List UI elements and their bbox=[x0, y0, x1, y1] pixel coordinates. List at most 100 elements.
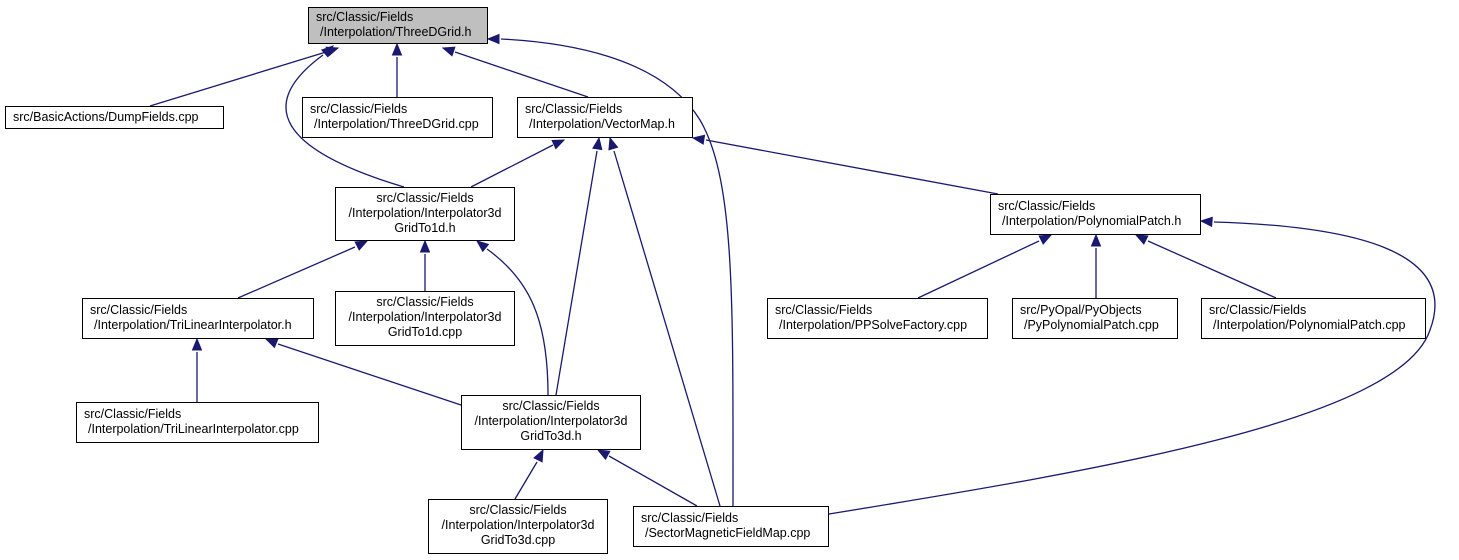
node-line: /Interpolation/ThreeDGrid.h bbox=[320, 25, 472, 39]
node-trilinear-cpp[interactable]: src/Classic/Fields /Interpolation/TriLin… bbox=[76, 402, 319, 443]
edge-line bbox=[454, 51, 589, 98]
arrowhead bbox=[1090, 233, 1102, 247]
arrowhead bbox=[419, 239, 431, 253]
node-dumpfields-cpp[interactable]: src/BasicActions/DumpFields.cpp bbox=[5, 106, 224, 129]
node-line: src/Classic/Fields bbox=[525, 102, 623, 116]
node-line: src/Classic/Fields bbox=[90, 303, 188, 317]
node-line: src/BasicActions/DumpFields.cpp bbox=[13, 110, 199, 124]
arrowhead bbox=[475, 240, 490, 253]
edge-interp3d3d_h-to-interp3d1d_h bbox=[475, 240, 549, 396]
edge-interp3d1d_h-to-threedgrid_h bbox=[285, 45, 405, 188]
edge-line bbox=[1147, 240, 1277, 299]
node-line: src/Classic/Fields bbox=[316, 10, 414, 24]
edge-line bbox=[514, 461, 538, 500]
edge-line bbox=[555, 150, 598, 396]
node-line: /Interpolation/PolynomialPatch.cpp bbox=[1213, 318, 1406, 332]
edge-line bbox=[500, 38, 734, 507]
edge-interp3d1d_cpp-to-interp3d1d_h bbox=[419, 239, 431, 291]
edge-line bbox=[285, 54, 405, 188]
node-trilinear-h[interactable]: src/Classic/Fields /Interpolation/TriLin… bbox=[82, 298, 314, 339]
node-line: src/Classic/Fields bbox=[84, 407, 182, 421]
node-line: /Interpolation/Interpolator3d bbox=[441, 518, 595, 532]
arrowhead bbox=[551, 139, 566, 150]
edge-line bbox=[917, 240, 1040, 299]
arrowhead bbox=[486, 33, 500, 45]
node-line: /Interpolation/VectorMap.h bbox=[529, 117, 675, 131]
edge-line bbox=[237, 246, 356, 299]
node-line: /Interpolation/PPSolveFactory.cpp bbox=[779, 318, 968, 332]
node-line: /Interpolation/PolynomialPatch.h bbox=[1002, 214, 1182, 228]
arrowhead bbox=[1199, 216, 1213, 228]
node-line: src/Classic/Fields bbox=[376, 295, 474, 309]
edge-line bbox=[277, 343, 471, 409]
edge-line bbox=[470, 144, 554, 188]
node-threedgrid-h[interactable]: src/Classic/Fields /Interpolation/ThreeD… bbox=[308, 7, 488, 44]
node-line: /PyPolynomialPatch.cpp bbox=[1024, 318, 1159, 332]
node-line: /Interpolation/TriLinearInterpolator.cpp bbox=[88, 422, 299, 436]
node-line: src/PyOpal/PyObjects bbox=[1020, 303, 1142, 317]
node-line: /Interpolation/ThreeDGrid.cpp bbox=[314, 117, 479, 131]
node-interp3d1d-h[interactable]: src/Classic/Fields /Interpolation/Interp… bbox=[335, 187, 515, 241]
node-ppsolve-cpp[interactable]: src/Classic/Fields /Interpolation/PPSolv… bbox=[767, 298, 988, 339]
node-line: src/Classic/Fields bbox=[1209, 303, 1307, 317]
node-line: src/Classic/Fields bbox=[469, 503, 567, 517]
edge-sectormag_cpp-to-threedgrid_h bbox=[486, 33, 734, 507]
node-line: /Interpolation/Interpolator3d bbox=[474, 414, 628, 428]
edge-line bbox=[608, 455, 698, 507]
arrowhead bbox=[320, 45, 334, 58]
node-vectormap-h[interactable]: src/Classic/Fields /Interpolation/Vector… bbox=[517, 97, 693, 138]
arrowhead bbox=[191, 337, 203, 351]
node-line: GridTo1d.h bbox=[394, 221, 456, 235]
edge-trilinear_cpp-to-trilinear_h bbox=[191, 337, 203, 402]
node-line: GridTo1d.cpp bbox=[387, 325, 463, 339]
node-polypatch-h[interactable]: src/Classic/Fields /Interpolation/Polyno… bbox=[990, 194, 1201, 235]
edge-interp3d1d_h-to-vectormap_h bbox=[470, 139, 566, 188]
node-interp3d3d-h[interactable]: src/Classic/Fields /Interpolation/Interp… bbox=[461, 395, 641, 450]
edge-sectormag_cpp-to-interp3d3d_h bbox=[596, 449, 698, 507]
arrowhead bbox=[354, 240, 369, 251]
node-line: /Interpolation/TriLinearInterpolator.h bbox=[94, 318, 292, 332]
node-line: src/Classic/Fields bbox=[376, 191, 474, 205]
node-pypolypatch-cpp[interactable]: src/PyOpal/PyObjects /PyPolynomialPatch.… bbox=[1012, 298, 1178, 339]
node-line: /SectorMagneticFieldMap.cpp bbox=[645, 526, 811, 540]
edge-ppsolve_cpp-to-polypatch_h bbox=[917, 234, 1053, 299]
edge-line bbox=[613, 150, 721, 507]
arrowhead bbox=[691, 134, 706, 145]
edge-line bbox=[486, 248, 549, 396]
edge-polypatch_h-to-vectormap_h bbox=[691, 134, 999, 195]
node-line: src/Classic/Fields bbox=[998, 199, 1096, 213]
arrowhead bbox=[592, 136, 603, 151]
node-line: src/Classic/Fields bbox=[502, 399, 600, 413]
arrowhead bbox=[596, 449, 611, 461]
node-line: src/Classic/Fields bbox=[310, 102, 408, 116]
edge-interp3d3d_h-to-trilinear_h bbox=[264, 338, 471, 409]
edge-sectormag_cpp-to-polypatch_h bbox=[828, 216, 1436, 515]
node-interp3d1d-cpp[interactable]: src/Classic/Fields /Interpolation/Interp… bbox=[335, 291, 515, 346]
edge-threedgrid_cpp-to-threedgrid_h bbox=[391, 42, 403, 97]
edge-line bbox=[149, 51, 327, 107]
arrowhead bbox=[608, 136, 619, 151]
arrowhead bbox=[533, 448, 544, 463]
node-sectormag-cpp[interactable]: src/Classic/Fields /SectorMagneticFieldM… bbox=[633, 506, 829, 547]
node-threedgrid-cpp[interactable]: src/Classic/Fields /Interpolation/ThreeD… bbox=[302, 97, 493, 138]
edge-line bbox=[828, 221, 1436, 515]
arrowhead bbox=[1134, 234, 1149, 245]
edge-interp3d3d_h-to-vectormap_h bbox=[555, 136, 603, 396]
node-line: src/Classic/Fields bbox=[775, 303, 873, 317]
node-interp3d3d-cpp[interactable]: src/Classic/Fields /Interpolation/Interp… bbox=[428, 499, 608, 554]
arrowhead bbox=[264, 338, 279, 349]
edge-trilinear_h-to-interp3d1d_h bbox=[237, 240, 369, 299]
edge-vectormap_h-to-threedgrid_h bbox=[441, 46, 589, 98]
node-polypatch-cpp[interactable]: src/Classic/Fields /Interpolation/Polyno… bbox=[1201, 298, 1426, 339]
arrowhead bbox=[1038, 234, 1053, 245]
node-line: GridTo3d.cpp bbox=[480, 533, 556, 547]
node-line: src/Classic/Fields bbox=[641, 511, 739, 525]
node-line: /Interpolation/Interpolator3d bbox=[348, 310, 502, 324]
edge-line bbox=[705, 139, 999, 195]
edge-sectormag_cpp-to-vectormap_h bbox=[608, 136, 721, 507]
edge-pypolypatch_cpp-to-polypatch_h bbox=[1090, 233, 1102, 298]
node-line: GridTo3d.h bbox=[520, 429, 582, 443]
node-line: /Interpolation/Interpolator3d bbox=[348, 206, 502, 220]
